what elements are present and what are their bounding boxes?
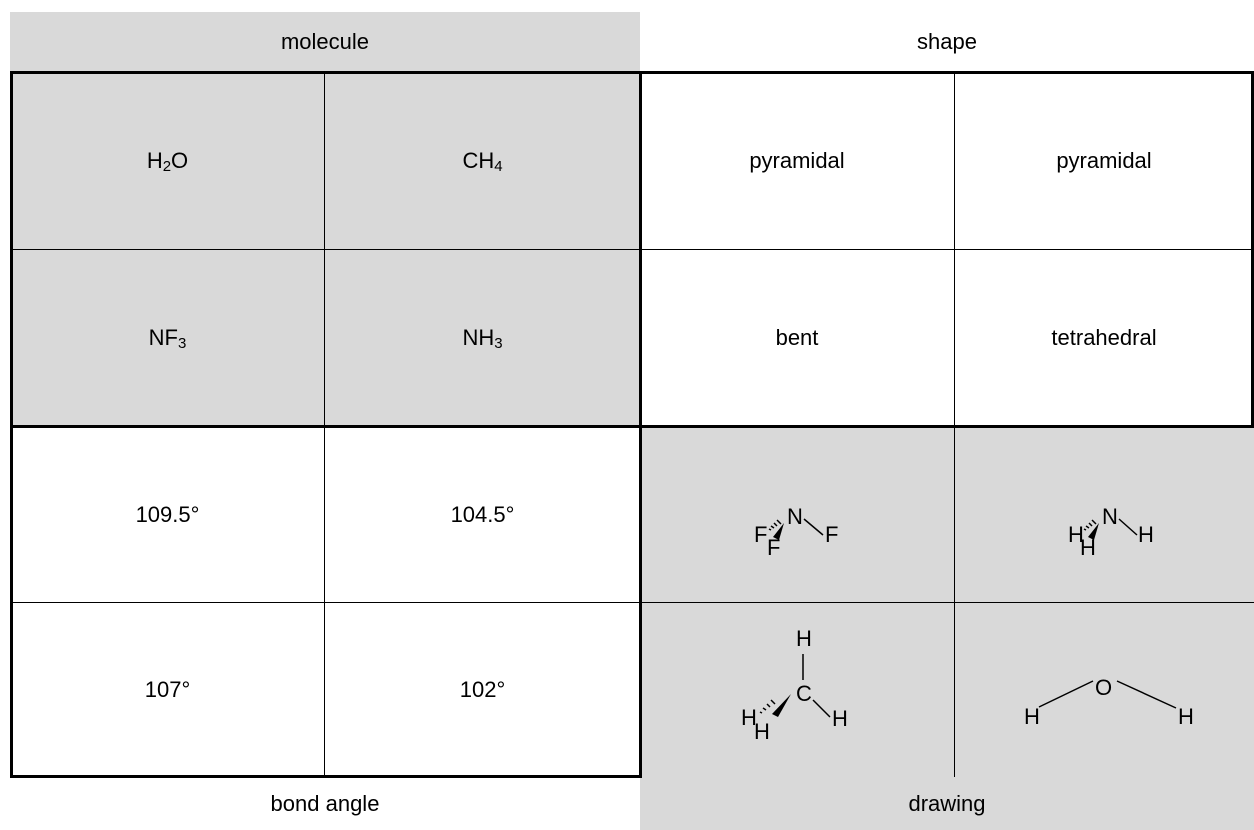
nf3-wedge-bond xyxy=(773,523,784,540)
nf3-right-atom: F xyxy=(825,522,838,547)
h2o-center-atom: O xyxy=(1095,675,1112,700)
ch4-plain-bond xyxy=(812,699,831,718)
ch4-wedge-bond xyxy=(772,694,791,717)
ch4-left-atom: H xyxy=(741,705,757,730)
angle-cell-4: 102° xyxy=(459,676,506,702)
nh3-hashed-bond xyxy=(1083,519,1097,531)
grid-line-v-mid-left xyxy=(324,72,325,777)
h2o-left-atom: H xyxy=(1024,704,1040,729)
nf3-center-atom: N xyxy=(787,504,803,529)
ch4-hashed-bond xyxy=(759,699,776,714)
header-molecule-bg xyxy=(10,12,640,72)
h2o-left-bond xyxy=(1038,680,1094,708)
grid-line-h-lower xyxy=(10,602,1254,603)
formula-h2o: H2O xyxy=(146,147,189,175)
nh3-right-atom: H xyxy=(1138,522,1154,547)
angle-cell-3: 107° xyxy=(144,676,191,702)
grid-border-bottom xyxy=(10,775,640,778)
footer-drawing-bg xyxy=(640,777,1254,830)
nf3-front-atom: F xyxy=(767,535,780,560)
nh3-plain-bond xyxy=(1118,518,1138,536)
nh3-front-atom: H xyxy=(1080,535,1096,560)
h2o-right-bond xyxy=(1116,680,1177,709)
ch4-front-atom: H xyxy=(754,719,770,744)
grid-border-left xyxy=(10,71,13,778)
drawing-nh3: N H H H xyxy=(1068,504,1154,560)
grid-border-center xyxy=(639,71,642,778)
grid-border-top xyxy=(10,71,1254,74)
drawing-nf3: N F F F xyxy=(754,504,838,560)
footer-bond-angle: bond angle xyxy=(270,790,380,816)
nh3-left-atom: H xyxy=(1068,522,1084,547)
molecule-cell-nh3: NH3 xyxy=(325,249,640,427)
ch4-right-atom: H xyxy=(832,706,848,731)
drawing-ch4: H C H H H xyxy=(741,626,848,744)
grid-line-v-mid-right xyxy=(954,72,955,777)
nf3-plain-bond xyxy=(803,518,824,536)
header-molecule: molecule xyxy=(280,29,370,54)
molecule-cell-nf3: NF3 xyxy=(10,249,325,427)
grid-line-h-upper xyxy=(10,249,1254,250)
nf3-hashed-bond xyxy=(768,519,782,531)
grid-border-right xyxy=(1251,71,1254,428)
footer-drawing: drawing xyxy=(908,790,986,816)
drawing-h2o: O H H xyxy=(1024,675,1194,729)
nf3-left-atom: F xyxy=(754,522,767,547)
formula-nh3: NH3 xyxy=(462,325,503,352)
shape-cell-2: pyramidal xyxy=(1056,147,1152,173)
h2o-right-atom: H xyxy=(1178,704,1194,729)
nh3-center-atom: N xyxy=(1102,504,1118,529)
header-shape: shape xyxy=(917,29,977,54)
shape-cell-3: bent xyxy=(775,325,819,350)
angle-cell-1: 109.5° xyxy=(135,501,200,527)
grid-border-middle xyxy=(10,425,1254,428)
formula-nf3: NF3 xyxy=(148,325,187,352)
ch4-top-atom: H xyxy=(796,626,812,651)
molecule-cell-ch4: CH4 xyxy=(325,72,640,249)
shape-cell-4: tetrahedral xyxy=(1051,325,1157,350)
nh3-wedge-bond xyxy=(1088,523,1099,540)
molecule-cell-h2o: H2O xyxy=(10,72,325,249)
ch4-center-atom: C xyxy=(796,681,812,706)
angle-cell-2: 104.5° xyxy=(450,501,515,527)
shape-cell-1: pyramidal xyxy=(749,147,845,173)
formula-ch4: CH4 xyxy=(462,147,503,175)
